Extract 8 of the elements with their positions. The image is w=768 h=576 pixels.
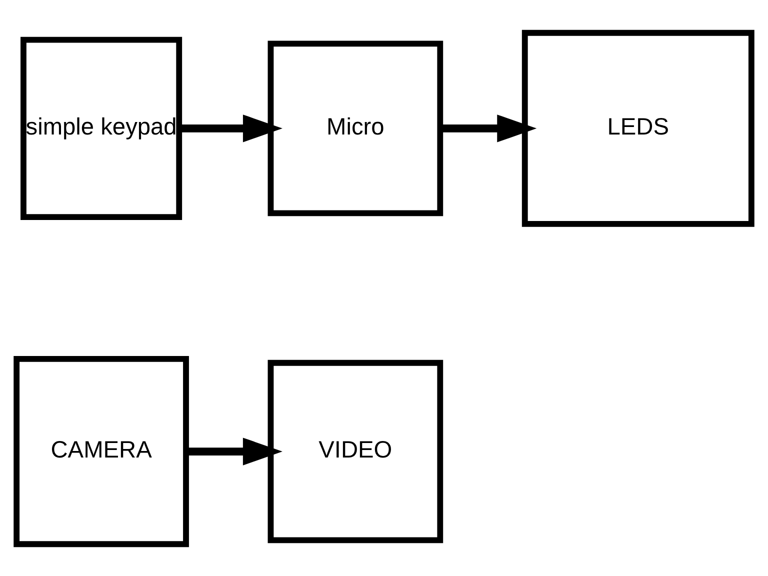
arrow (186, 437, 282, 465)
node-box: LEDS (522, 29, 754, 226)
node-box: simple keypad (20, 36, 182, 220)
arrow (440, 114, 537, 142)
node-box: VIDEO (268, 359, 444, 543)
arrow (180, 114, 282, 142)
node-box: CAMERA (14, 355, 189, 547)
node-box: Micro (268, 40, 444, 216)
